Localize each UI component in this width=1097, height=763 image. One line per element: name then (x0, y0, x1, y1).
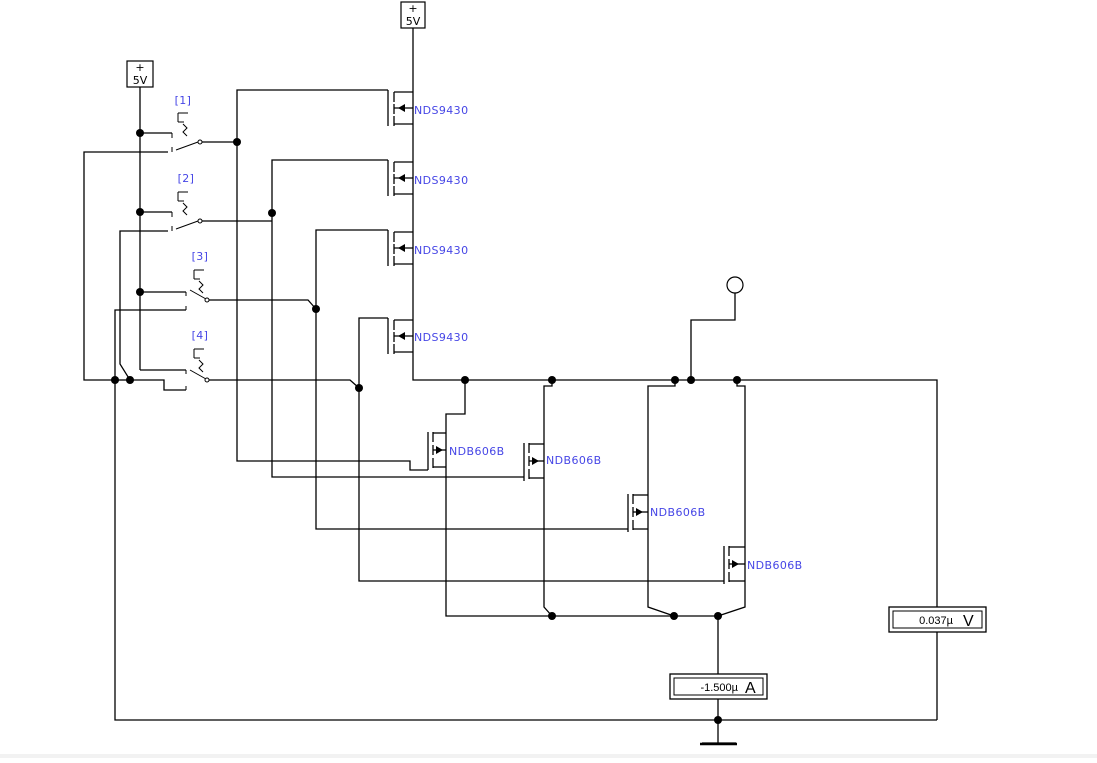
pmos-4-label: NDS9430 (414, 331, 468, 344)
voltmeter-unit: V (963, 613, 974, 630)
nmos-4-label: NDB606B (747, 559, 803, 572)
ammeter-value: -1.500µ (700, 682, 738, 694)
switch-3[interactable]: [3] (185, 250, 210, 310)
vcc-left-plus: + (135, 61, 144, 74)
pmos-3-label: NDS9430 (414, 244, 468, 257)
pmos-1[interactable]: NDS9430 (387, 90, 468, 140)
nmos-4[interactable]: NDB606B (723, 546, 803, 592)
junction-dots (111, 129, 741, 724)
nmos-3-label: NDB606B (650, 506, 706, 519)
switch-2-label: [2] (178, 172, 195, 185)
nmos-2[interactable]: NDB606B (523, 443, 602, 489)
pmos-3[interactable]: NDS9430 (387, 210, 468, 300)
vcc-left-source: + 5V (126, 60, 154, 88)
nmos-1-label: NDB606B (449, 445, 505, 458)
voltmeter[interactable]: 0.037µ V (888, 606, 987, 633)
pmos-4[interactable]: NDS9430 (387, 300, 468, 358)
vcc-top-label: 5V (406, 15, 421, 28)
vcc-top-source: + 5V (400, 1, 426, 29)
nmos-1[interactable]: NDB606B (427, 430, 505, 476)
voltmeter-value: 0.037µ (919, 615, 954, 627)
switch-4[interactable]: [4] (185, 329, 210, 390)
switch-1[interactable]: [1] (171, 94, 203, 152)
nmos-3[interactable]: NDB606B (627, 494, 706, 540)
bottom-edge (0, 754, 1097, 758)
pmos-1-label: NDS9430 (414, 104, 468, 117)
ammeter-unit: A (745, 680, 756, 697)
switch-4-label: [4] (192, 329, 209, 342)
vcc-top-plus: + (408, 2, 417, 15)
switch-3-label: [3] (192, 250, 209, 263)
wires (83, 28, 938, 744)
vcc-left-label: 5V (133, 74, 148, 87)
output-probe-terminal[interactable] (726, 276, 744, 294)
pmos-2[interactable]: NDS9430 (387, 140, 468, 210)
ammeter[interactable]: -1.500µ A (669, 673, 768, 700)
nmos-2-label: NDB606B (546, 454, 602, 467)
pmos-2-label: NDS9430 (414, 174, 468, 187)
switch-1-label: [1] (175, 94, 192, 107)
switch-2[interactable]: [2] (171, 172, 203, 231)
